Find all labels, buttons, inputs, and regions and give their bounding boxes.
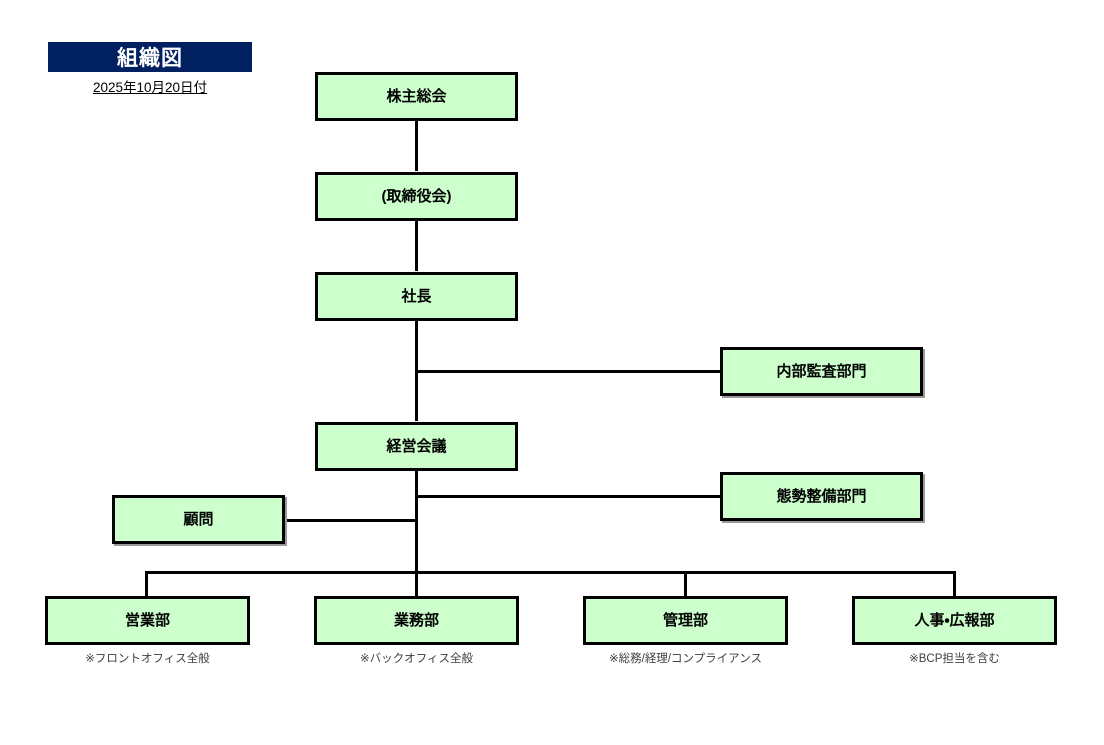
node-operations-department[interactable]: 業務部 (314, 596, 519, 645)
department-bus-line (145, 571, 956, 574)
page-title: 組織図 (48, 42, 252, 72)
connector-mgmt-meeting-trunk (415, 471, 418, 573)
note-hr-and-pr-department: ※BCP担当を含む (909, 653, 1000, 665)
connector-mgmt-meeting-to-compliance-dev (415, 495, 723, 498)
node-president[interactable]: 社長 (315, 272, 518, 321)
note-operations-department: ※バックオフィス全般 (360, 653, 473, 665)
connector-shareholders-to-board (415, 121, 418, 171)
connector-bus-to-hr-pr (953, 571, 956, 599)
note-sales-department: ※フロントオフィス全般 (85, 653, 210, 665)
node-internal-audit-department[interactable]: 内部監査部門 (720, 347, 923, 396)
node-advisor[interactable]: 顧問 (112, 495, 285, 544)
node-management-meeting[interactable]: 経営会議 (315, 422, 518, 471)
node-hr-and-pr-department[interactable]: 人事・広報部 (852, 596, 1057, 645)
note-administration-department: ※総務/経理/コンプライアンス (609, 653, 762, 665)
connector-board-to-president (415, 221, 418, 271)
connector-bus-to-operations (415, 571, 418, 599)
effective-date: 2025年10月20日付 (92, 80, 208, 95)
node-shareholders-meeting[interactable]: 株主総会 (315, 72, 518, 121)
node-administration-department[interactable]: 管理部 (583, 596, 788, 645)
connector-bus-to-administration (684, 571, 687, 599)
node-sales-department[interactable]: 営業部 (45, 596, 250, 645)
connector-president-to-internal-audit (415, 370, 723, 373)
connector-bus-to-sales (145, 571, 148, 599)
node-board-of-directors[interactable]: (取締役会) (315, 172, 518, 221)
connector-mgmt-meeting-to-advisor (283, 519, 418, 522)
node-compliance-development-department[interactable]: 態勢整備部門 (720, 472, 923, 521)
